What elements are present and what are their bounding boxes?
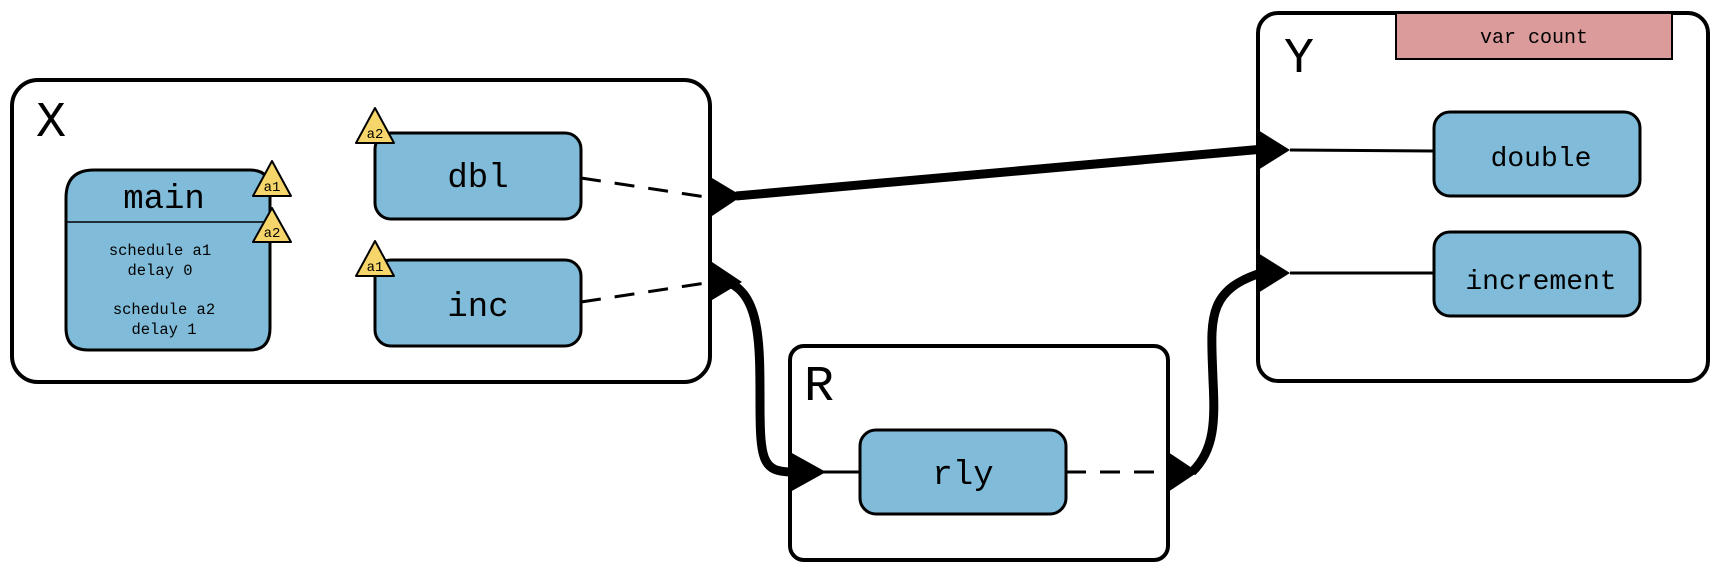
wire-x-to-r-rly — [720, 275, 793, 477]
process-dbl[interactable]: dbl — [373, 131, 583, 221]
port-x-out-dbl — [712, 178, 742, 216]
badge-inc-a1-triangle — [355, 240, 395, 277]
ports — [712, 130, 1290, 492]
process-rly-label: rly — [932, 457, 993, 495]
var-count-box — [1395, 12, 1673, 60]
process-main-line-1: schedule a1 — [109, 242, 211, 260]
y-link-double — [1289, 148, 1435, 153]
process-dbl-label: dbl — [447, 160, 508, 198]
badge-main-a1-label: a1 — [264, 180, 281, 196]
badge-dbl-a2-label: a2 — [367, 127, 384, 143]
module-x-label: X — [36, 95, 66, 152]
process-main[interactable]: main schedule a1 delay 0 schedule a2 del… — [64, 168, 272, 352]
badge-main-a2: a2 — [252, 207, 292, 243]
dbl-dashed-link — [580, 176, 713, 200]
process-rly[interactable]: rly — [858, 428, 1068, 516]
process-inc[interactable]: inc — [373, 258, 583, 348]
process-dbl-box — [373, 131, 583, 221]
process-increment-box — [1432, 230, 1642, 318]
process-rly-box — [858, 428, 1068, 516]
badge-main-a1: a1 — [252, 160, 292, 197]
module-y-label: Y — [1284, 31, 1314, 88]
inc-dashed-link — [580, 280, 713, 304]
process-inc-box — [373, 258, 583, 348]
port-y-in-increment — [1258, 253, 1290, 293]
port-r-in-rly — [790, 452, 826, 492]
process-inc-label: inc — [447, 289, 508, 327]
badge-main-a2-triangle — [252, 207, 292, 243]
process-main-title: main — [123, 181, 205, 219]
badge-dbl-a2-triangle — [355, 107, 395, 144]
badge-dbl-a2: a2 — [355, 107, 395, 144]
process-double-box — [1432, 110, 1642, 198]
badge-main-a1-triangle — [252, 160, 292, 197]
var-count-label: var count — [1480, 27, 1588, 50]
badge-main-a2-label: a2 — [264, 226, 281, 242]
port-r-out-rly — [1168, 452, 1198, 492]
process-main-line-2: delay 0 — [127, 262, 192, 280]
process-double-label: double — [1491, 144, 1592, 175]
process-main-line-3: schedule a2 — [113, 301, 215, 319]
port-y-in-double — [1258, 130, 1290, 170]
port-x-out-inc — [712, 262, 742, 300]
module-r-label: R — [804, 359, 834, 416]
badge-inc-a1: a1 — [355, 240, 395, 277]
process-increment[interactable]: increment — [1432, 230, 1642, 318]
wire-r-to-y-increment — [1188, 267, 1266, 476]
connections — [580, 144, 1435, 477]
process-main-line-4: delay 1 — [131, 321, 196, 339]
process-double[interactable]: double — [1432, 110, 1642, 198]
wire-x-to-y-double — [735, 144, 1265, 201]
badge-inc-a1-label: a1 — [367, 260, 384, 276]
process-increment-label: increment — [1465, 267, 1616, 298]
